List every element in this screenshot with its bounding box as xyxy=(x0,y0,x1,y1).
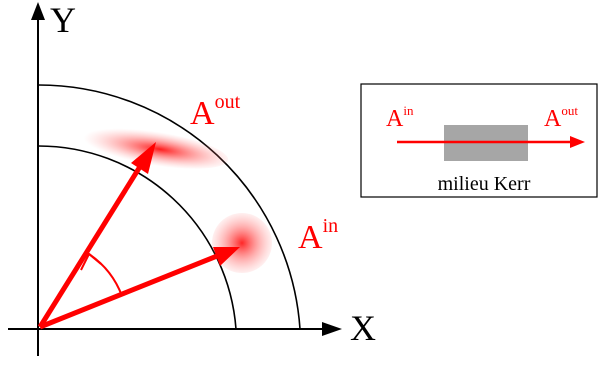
y-axis-label: Y xyxy=(50,0,76,40)
input-vector-arrowhead xyxy=(213,247,240,266)
rotation-angle-arc xyxy=(88,253,123,297)
inset-input-label: Ain xyxy=(386,103,414,132)
x-axis-arrowhead xyxy=(322,322,342,336)
inner-arc xyxy=(37,145,237,330)
x-axis-label: X xyxy=(350,308,376,348)
rotation-arrowhead xyxy=(80,252,102,271)
output-field-label: Aout xyxy=(190,91,241,132)
output-vector-shaft xyxy=(37,163,144,329)
outer-arc xyxy=(37,84,301,330)
output-vector-arrowhead xyxy=(131,142,156,174)
input-vector-shaft xyxy=(39,253,218,330)
inset-output-label: Aout xyxy=(544,103,578,132)
y-axis-arrowhead xyxy=(31,2,45,20)
inset-medium-label: milieu Kerr xyxy=(438,173,531,195)
inset-beam-arrowhead xyxy=(570,136,585,148)
input-field-label: Ain xyxy=(298,215,338,256)
